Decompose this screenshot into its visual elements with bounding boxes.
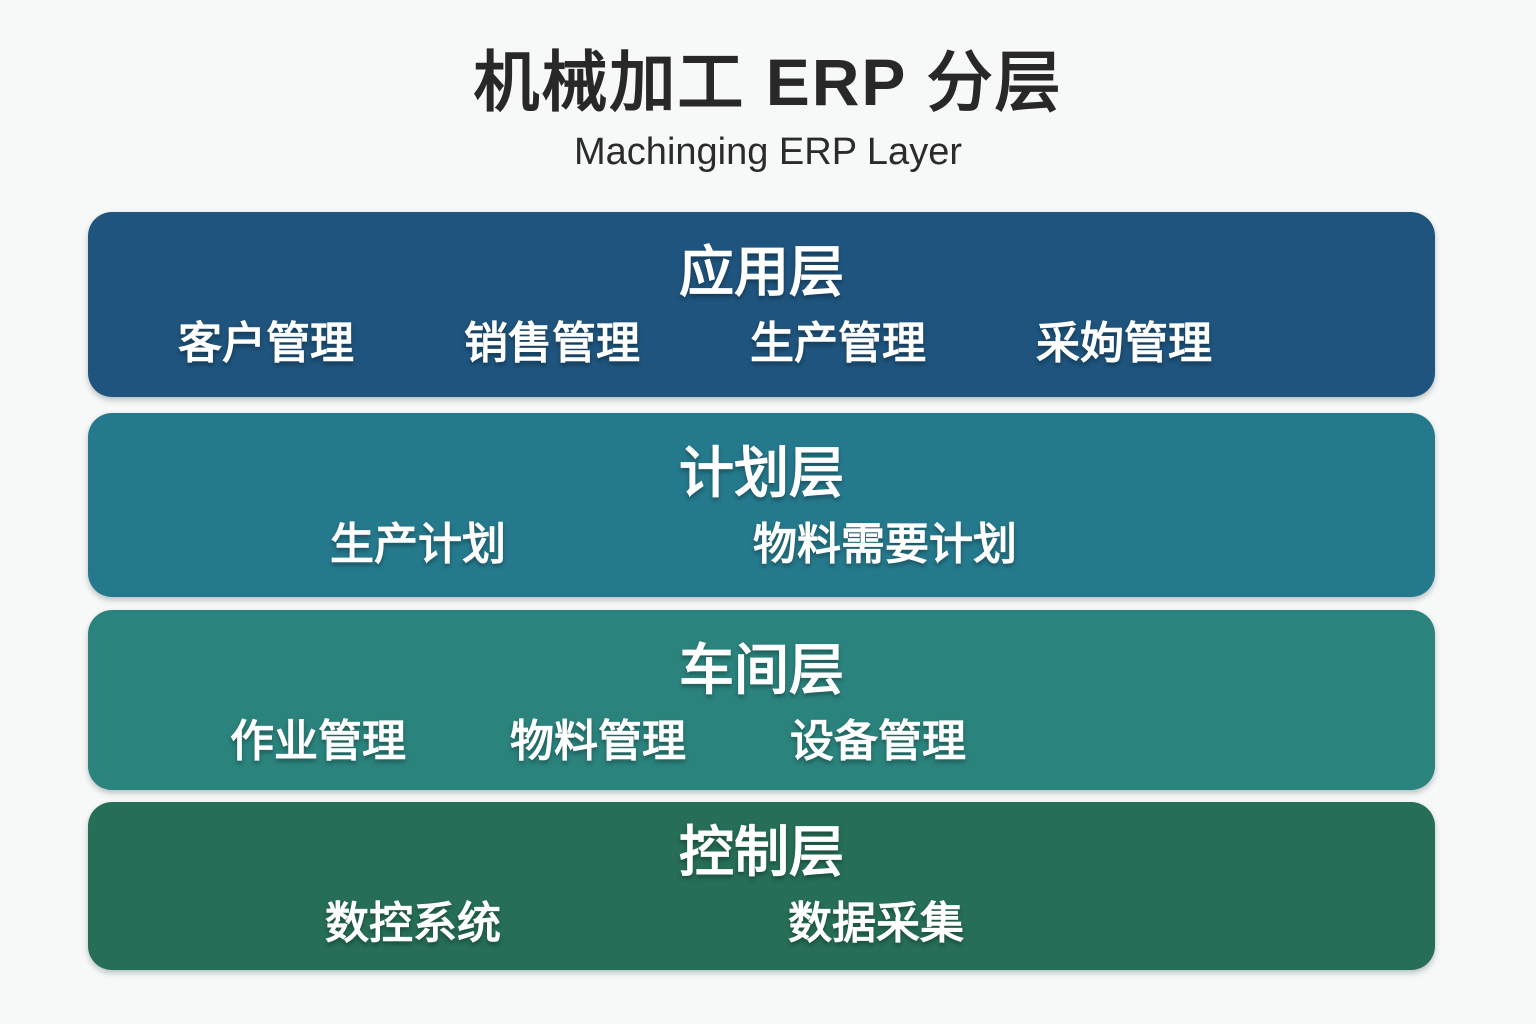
layer-title: 应用层 bbox=[678, 241, 844, 303]
layer-items: 生产计划 物料需要计划 bbox=[88, 520, 1435, 569]
layer-stack: 应用层 客户管理 销售管理 生产管理 采姁管理 计划层 生产计划 物料需要计划 车间层 … bbox=[88, 212, 1435, 970]
layer-item: 作业管理 bbox=[230, 717, 406, 766]
diagram-header: 机械加工 ERP 分层 Machinging ERP Layer bbox=[0, 0, 1536, 174]
layer-item: 设备管理 bbox=[790, 717, 966, 766]
layer-band-1: 应用层 客户管理 销售管理 生产管理 采姁管理 bbox=[88, 212, 1435, 397]
layer-item: 采姁管理 bbox=[1036, 319, 1212, 368]
layer-item: 数控系统 bbox=[325, 899, 501, 948]
layer-item: 销售管理 bbox=[464, 319, 640, 368]
layer-item: 数据采集 bbox=[788, 899, 964, 948]
layer-title: 计划层 bbox=[678, 442, 844, 504]
layer-title: 控制层 bbox=[678, 821, 844, 883]
layer-item: 生产计划 bbox=[330, 520, 506, 569]
layer-item: 客户管理 bbox=[178, 319, 354, 368]
layer-band-2: 计划层 生产计划 物料需要计划 bbox=[88, 413, 1435, 597]
layer-title: 车间层 bbox=[678, 639, 844, 701]
layer-item: 生产管理 bbox=[750, 319, 926, 368]
page-title: 机械加工 ERP 分层 bbox=[473, 45, 1063, 119]
layer-items: 作业管理 物料管理 设备管理 bbox=[88, 717, 1435, 766]
layer-band-4: 控制层 数控系统 数据采集 bbox=[88, 802, 1435, 970]
layer-band-3: 车间层 作业管理 物料管理 设备管理 bbox=[88, 610, 1435, 790]
layer-item: 物料管理 bbox=[510, 717, 686, 766]
layer-item: 物料需要计划 bbox=[753, 520, 1017, 569]
layer-items: 数控系统 数据采集 bbox=[88, 899, 1435, 948]
page-subtitle: Machinging ERP Layer bbox=[574, 130, 962, 173]
layer-items: 客户管理 销售管理 生产管理 采姁管理 bbox=[88, 319, 1435, 368]
